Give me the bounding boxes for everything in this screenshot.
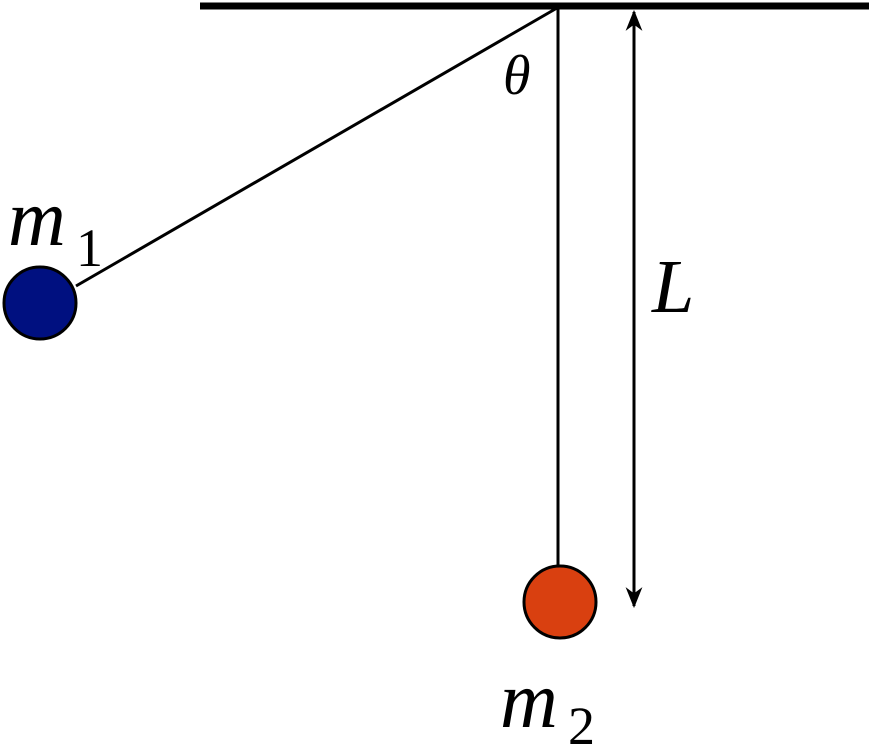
mass-1-label: m 1	[8, 175, 103, 278]
angle-label: θ	[503, 45, 531, 107]
length-label: L	[651, 245, 694, 329]
mass-2-bob	[522, 564, 598, 640]
mass-1-symbol: m	[8, 175, 66, 263]
string-mass-1	[75, 6, 558, 288]
mass-1-subscript: 1	[76, 218, 103, 278]
mass-2-subscript: 2	[568, 696, 595, 749]
mass-2-symbol: m	[500, 657, 558, 745]
mass-1-bob	[2, 265, 78, 341]
mass-2-label: m 2	[500, 657, 595, 749]
